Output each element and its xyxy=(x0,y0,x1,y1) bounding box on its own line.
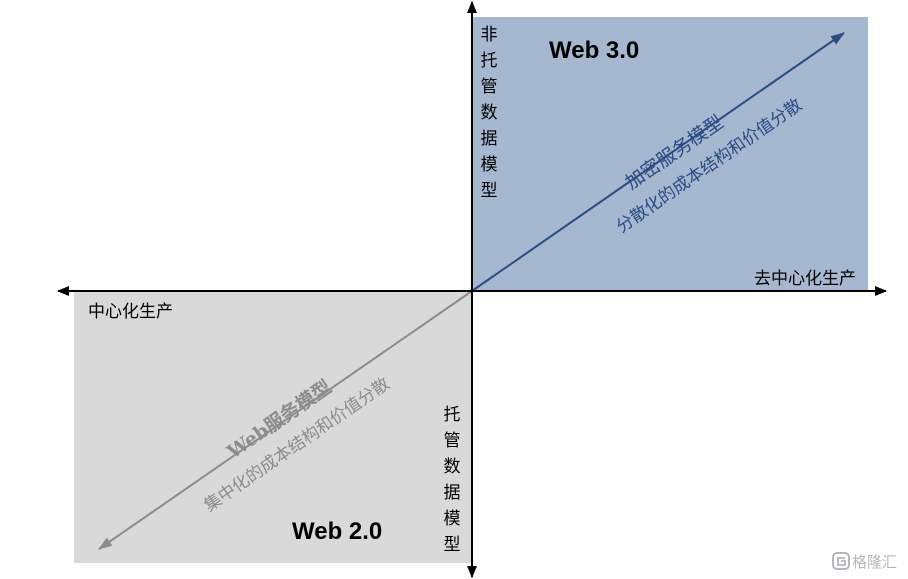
web3-diagonal-arrow xyxy=(471,32,845,292)
watermark-text: 格隆汇 xyxy=(852,553,897,571)
x-axis-left-label: 中心化生产 xyxy=(88,302,173,322)
y-axis-bottom-label: 托管数据模型 xyxy=(444,405,461,555)
gelonghui-logo-icon xyxy=(832,552,850,570)
web2-title: Web 2.0 xyxy=(292,518,382,545)
web2-diagonal-arrow xyxy=(98,290,473,550)
x-axis-right-label: 去中心化生产 xyxy=(754,269,856,289)
y-axis-top-label: 非托管数据模型 xyxy=(481,25,498,201)
watermark: 格隆汇 xyxy=(832,552,897,571)
web3-title: Web 3.0 xyxy=(549,37,639,64)
